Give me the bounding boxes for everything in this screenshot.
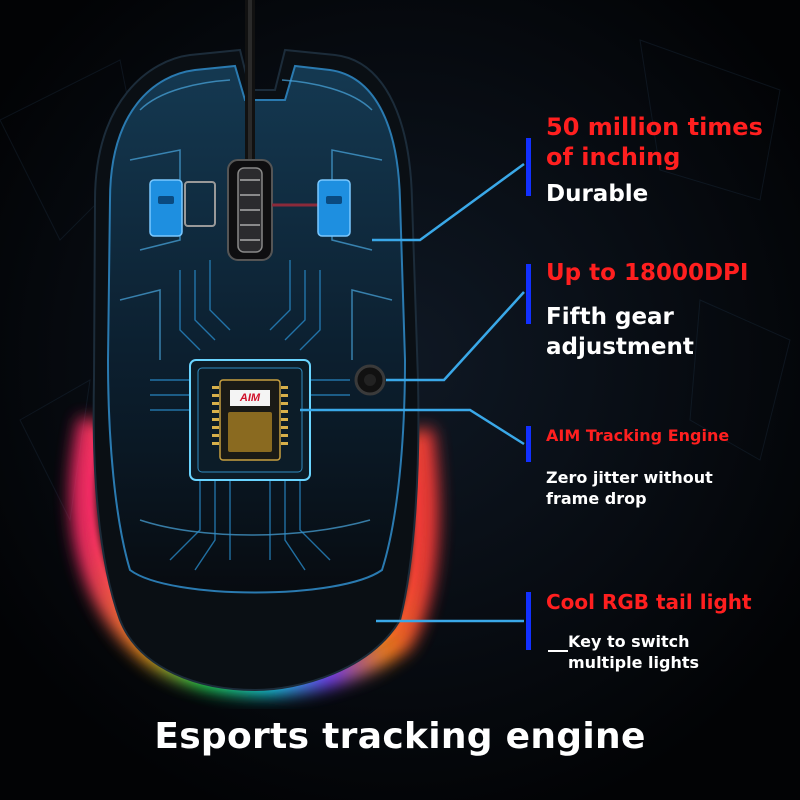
subtitle-dash — [548, 650, 568, 652]
callout-line-dpi — [386, 291, 525, 382]
feature-title: Up to 18000DPI — [546, 260, 749, 286]
feature-marker-bar — [526, 264, 531, 324]
right-switch-icon — [317, 179, 351, 237]
feature-title: 50 million times of inching — [546, 113, 763, 171]
headline: Esports tracking engine — [154, 716, 646, 757]
feature-subtitle: Zero jitter without frame drop — [546, 468, 713, 508]
feature-subtitle: Key to switch multiple lights — [568, 632, 700, 672]
feature-marker-bar — [526, 138, 531, 196]
callout-line-chip — [300, 408, 525, 446]
feature-subtitle: Fifth gear adjustment — [546, 304, 694, 360]
callout-line-switch — [372, 162, 525, 242]
feature-title: Cool RGB tail light — [546, 590, 752, 614]
feature-title: AIM Tracking Engine — [546, 426, 730, 445]
scroll-wheel-icon — [184, 159, 320, 261]
callout-lines — [300, 162, 525, 623]
dpi-button-icon — [354, 364, 386, 396]
feature-marker-bar — [526, 426, 531, 462]
feature-subtitle: Durable — [546, 181, 649, 207]
chip-brand-label: AIM — [230, 390, 270, 406]
feature-marker-bar — [526, 592, 531, 650]
left-switch-icon — [149, 179, 183, 237]
sensor-chip-icon — [189, 359, 311, 481]
